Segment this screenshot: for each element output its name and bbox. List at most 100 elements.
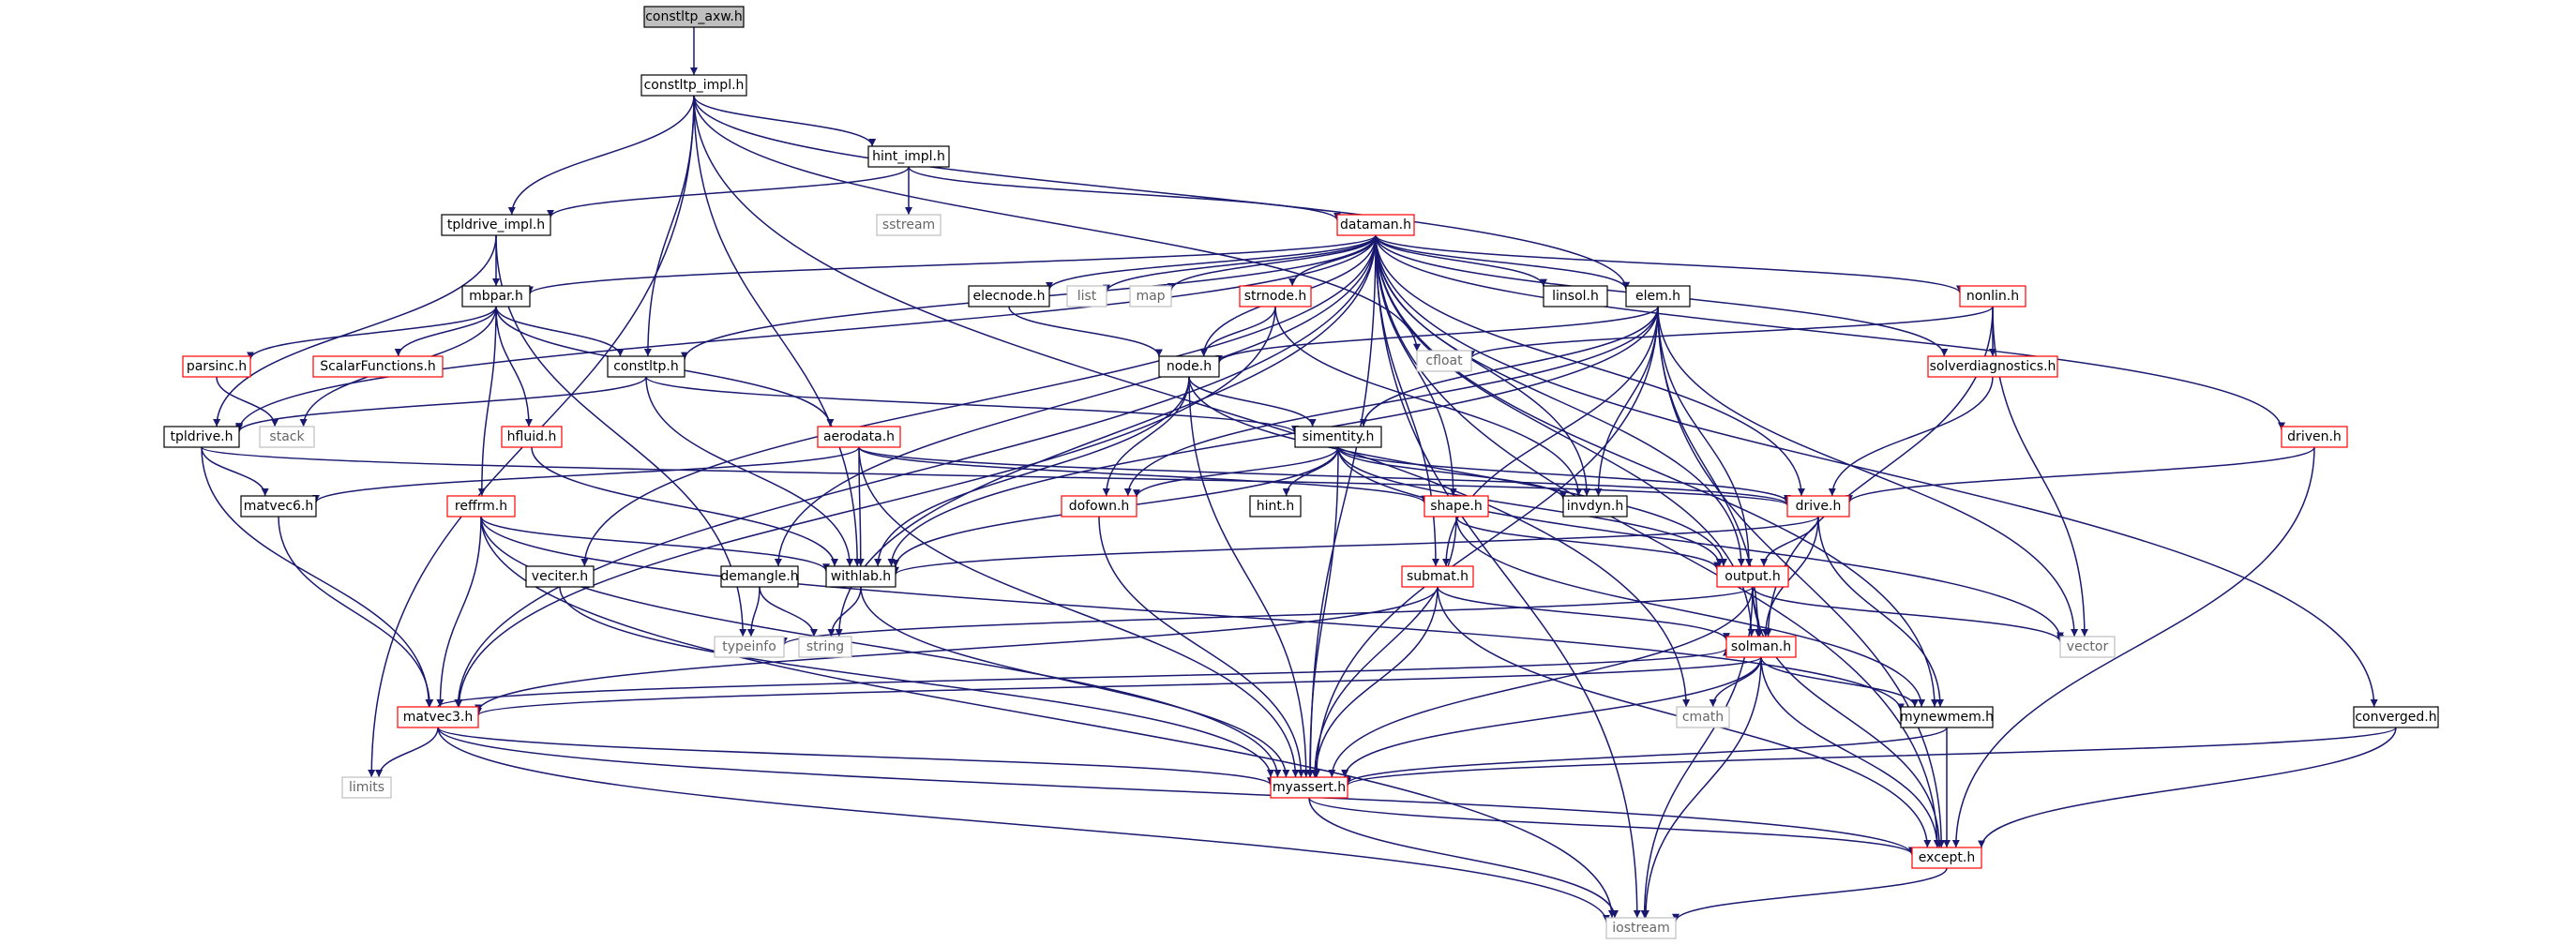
node-label: matvec3.h <box>403 710 474 725</box>
edge-line <box>454 234 1377 708</box>
node-demangle[interactable]: demangle.h <box>720 565 799 588</box>
node-label: simentity.h <box>1303 429 1375 444</box>
node-dofown[interactable]: dofown.h <box>1061 495 1137 518</box>
node-box <box>968 285 1050 308</box>
node-output[interactable]: output.h <box>1716 565 1789 588</box>
edge-line <box>235 376 647 432</box>
edge-elem-to-withlab <box>887 306 1659 567</box>
node-label: mbpar.h <box>469 289 523 304</box>
node-tpldrive[interactable]: tpldrive.h <box>163 426 240 448</box>
edge-line <box>1188 376 1310 778</box>
node-matvec3[interactable]: matvec3.h <box>397 706 479 728</box>
node-label: output.h <box>1725 569 1781 584</box>
node-box <box>397 706 479 728</box>
node-invdyn[interactable]: invdyn.h <box>1562 495 1628 518</box>
node-box <box>1270 776 1348 799</box>
edge-line <box>1951 446 2315 848</box>
node-sstream: sstream <box>876 214 942 236</box>
edge-reffrm-to-matvec3 <box>436 516 482 708</box>
node-scalarfunctions[interactable]: ScalarFunctions.h <box>312 355 444 378</box>
edge-line <box>1337 446 2064 640</box>
edge-line <box>201 446 433 708</box>
node-constltp[interactable]: constltp.h <box>607 355 685 378</box>
node-drive[interactable]: drive.h <box>1786 495 1850 518</box>
edge-driven-to-except <box>1951 446 2315 848</box>
edge-line <box>1845 446 2315 503</box>
edge-line <box>475 586 1439 712</box>
node-constltp-impl[interactable]: constltp_impl.h <box>640 74 747 97</box>
edge-drive-to-solman <box>1761 516 1819 638</box>
node-except[interactable]: except.h <box>1911 847 1982 869</box>
edge-drive-to-withlab <box>892 516 1819 576</box>
node-matvec6[interactable]: matvec6.h <box>240 495 317 518</box>
node-solverdiagnostics[interactable]: solverdiagnostics.h <box>1927 355 2058 378</box>
edge-line <box>835 234 1377 638</box>
node-label: reffrm.h <box>455 499 507 514</box>
node-nonlin[interactable]: nonlin.h <box>1959 285 2026 308</box>
edge-reffrm-to-mynewmem <box>480 516 1905 712</box>
edge-line <box>1752 586 1944 848</box>
node-linsol[interactable]: linsol.h <box>1543 285 1608 308</box>
edge-line <box>1375 234 1745 567</box>
node-converged[interactable]: converged.h <box>2353 706 2439 728</box>
node-submat[interactable]: submat.h <box>1401 565 1474 588</box>
node-label: list <box>1077 289 1097 304</box>
edge-hint-impl-to-tpldrive-impl <box>547 166 910 218</box>
node-box <box>2353 706 2439 728</box>
node-dataman[interactable]: dataman.h <box>1336 214 1415 236</box>
edge-line <box>1455 516 1926 708</box>
edge-constltp-impl-to-elem <box>693 95 1630 290</box>
node-hfluid[interactable]: hfluid.h <box>501 426 563 448</box>
node-simentity[interactable]: simentity.h <box>1294 426 1382 448</box>
edge-line <box>1305 446 1339 778</box>
edge-simentity-to-invdyn <box>1337 446 1567 500</box>
edge-matvec3-to-myassert <box>437 727 1274 786</box>
node-mynewmem[interactable]: mynewmem.h <box>1900 706 1994 728</box>
edge-line <box>201 446 1791 506</box>
edge-line <box>1760 656 1919 708</box>
node-shape[interactable]: shape.h <box>1424 495 1489 518</box>
node-veciter[interactable]: veciter.h <box>525 565 595 588</box>
edge-line <box>1375 234 1964 293</box>
node-box <box>798 636 852 658</box>
edge-line <box>526 234 1377 295</box>
node-box <box>2281 426 2348 448</box>
node-box <box>1927 355 2058 378</box>
node-label: hint.h <box>1257 499 1294 514</box>
node-withlab[interactable]: withlab.h <box>825 565 896 588</box>
node-label: mynewmem.h <box>1900 710 1994 725</box>
edge-line <box>774 234 1377 567</box>
edge-line <box>858 446 1428 504</box>
edge-shape-to-mynewmem <box>1455 516 1926 708</box>
edge-line <box>213 234 497 428</box>
node-solman[interactable]: solman.h <box>1725 636 1797 658</box>
node-elem[interactable]: elem.h <box>1625 285 1691 308</box>
node-mbpar[interactable]: mbpar.h <box>461 285 531 308</box>
node-label: driven.h <box>2287 429 2342 444</box>
node-elecnode[interactable]: elecnode.h <box>968 285 1050 308</box>
node-constltp-axw[interactable]: constltp_axw.h <box>643 6 745 28</box>
edge-solman-to-matvec3 <box>475 656 1762 716</box>
node-label: strnode.h <box>1244 289 1307 304</box>
node-hint-impl[interactable]: hint_impl.h <box>867 145 950 168</box>
node-myassert[interactable]: myassert.h <box>1270 776 1348 799</box>
edge-line <box>643 95 695 357</box>
node-node[interactable]: node.h <box>1158 355 1220 378</box>
node-label: veciter.h <box>532 569 588 584</box>
edge-line <box>235 234 1377 431</box>
node-label: matvec6.h <box>244 499 314 514</box>
edge-mynewmem-to-myassert <box>1344 727 1948 785</box>
node-label: shape.h <box>1430 499 1483 514</box>
node-list: list <box>1066 285 1107 308</box>
node-aerodata[interactable]: aerodata.h <box>817 426 901 448</box>
node-strnode[interactable]: strnode.h <box>1239 285 1312 308</box>
node-tpldrive-impl[interactable]: tpldrive_impl.h <box>441 214 551 236</box>
edge-reffrm-to-iostream <box>480 516 1616 919</box>
node-parsinc[interactable]: parsinc.h <box>182 355 251 378</box>
node-label: parsinc.h <box>187 359 247 374</box>
node-reffrm[interactable]: reffrm.h <box>446 495 516 518</box>
node-hint[interactable]: hint.h <box>1249 495 1302 518</box>
node-driven[interactable]: driven.h <box>2281 426 2348 448</box>
edge-aerodata-to-withlab <box>856 446 865 567</box>
edge-line <box>1760 656 1941 848</box>
